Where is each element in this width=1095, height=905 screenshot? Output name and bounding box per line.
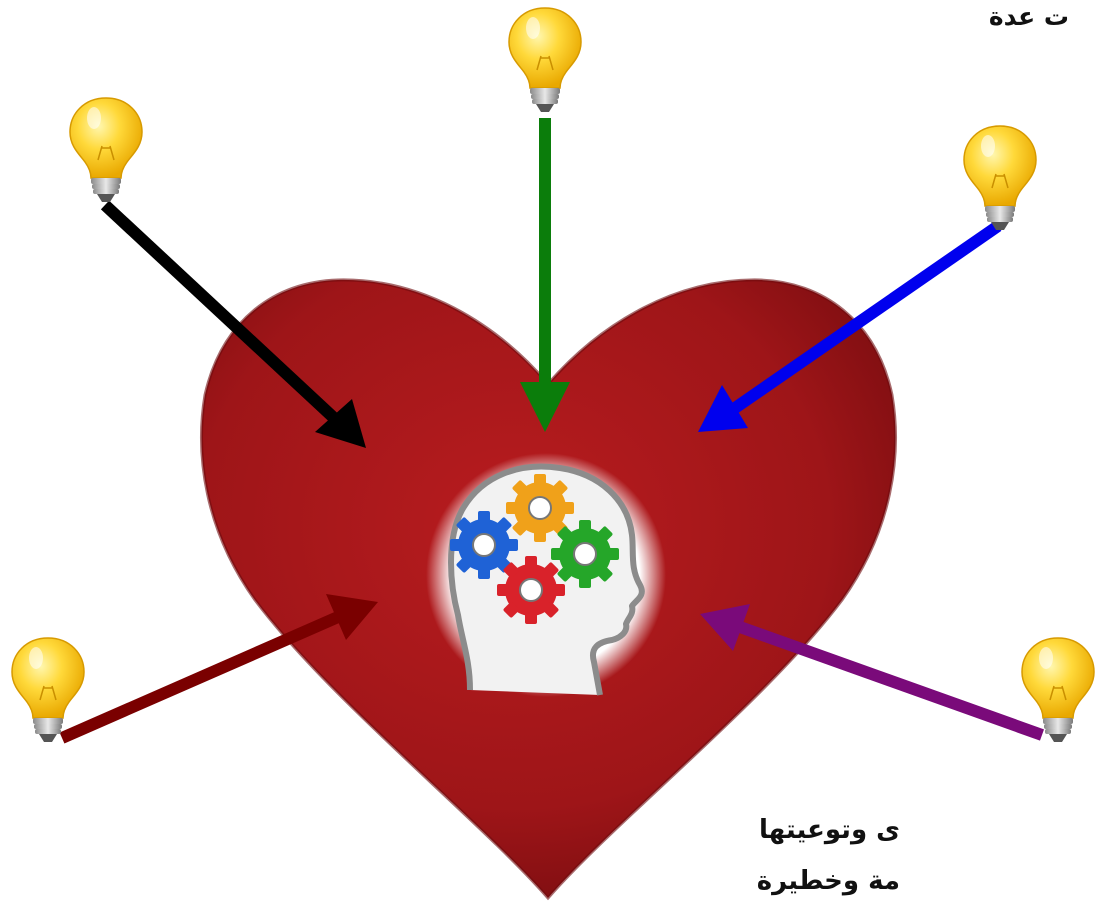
lightbulb-icon [509, 8, 581, 112]
caption-bottom-line-2: مة وخطيرة [757, 866, 900, 896]
caption-top-right: ت عدة [989, 2, 1069, 31]
lightbulb-icon [964, 126, 1036, 230]
caption-bottom-line-1: ى وتوعيتها [759, 815, 900, 845]
lightbulb-icon [70, 98, 142, 202]
lightbulb-icon [12, 638, 84, 742]
arrow-top [520, 118, 570, 432]
